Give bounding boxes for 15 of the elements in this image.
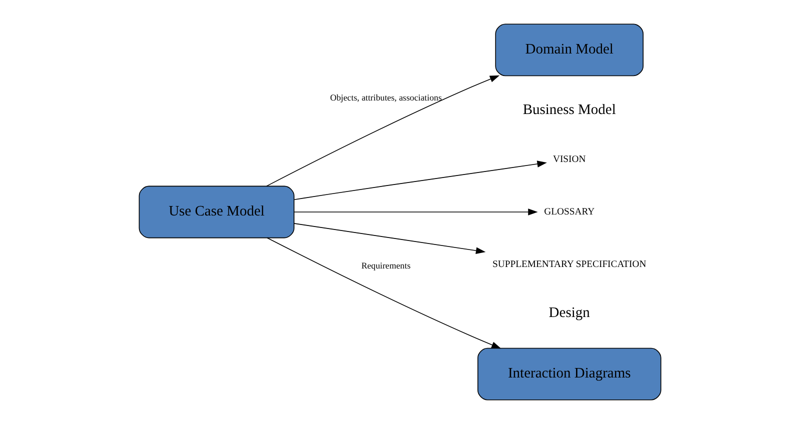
node-box: Domain Model (494, 24, 644, 76)
node-box: Interaction Diagrams (476, 348, 661, 400)
node-box: Use Case Model (138, 186, 294, 238)
arrow (266, 237, 501, 349)
arrow (293, 223, 486, 254)
node-text: VISION (552, 154, 586, 166)
node-text: SUPPLEMENTARY SPECIFICATION (492, 258, 646, 270)
node-label: Business Model (522, 102, 616, 118)
arrow (293, 160, 546, 200)
edge-label: Objects, attributes, associations (330, 92, 442, 103)
arrow (266, 75, 500, 186)
edge-label: Requirements (360, 260, 410, 270)
node-label: Design (548, 305, 590, 322)
arrow (293, 208, 538, 216)
node-text: GLOSSARY (544, 206, 594, 218)
